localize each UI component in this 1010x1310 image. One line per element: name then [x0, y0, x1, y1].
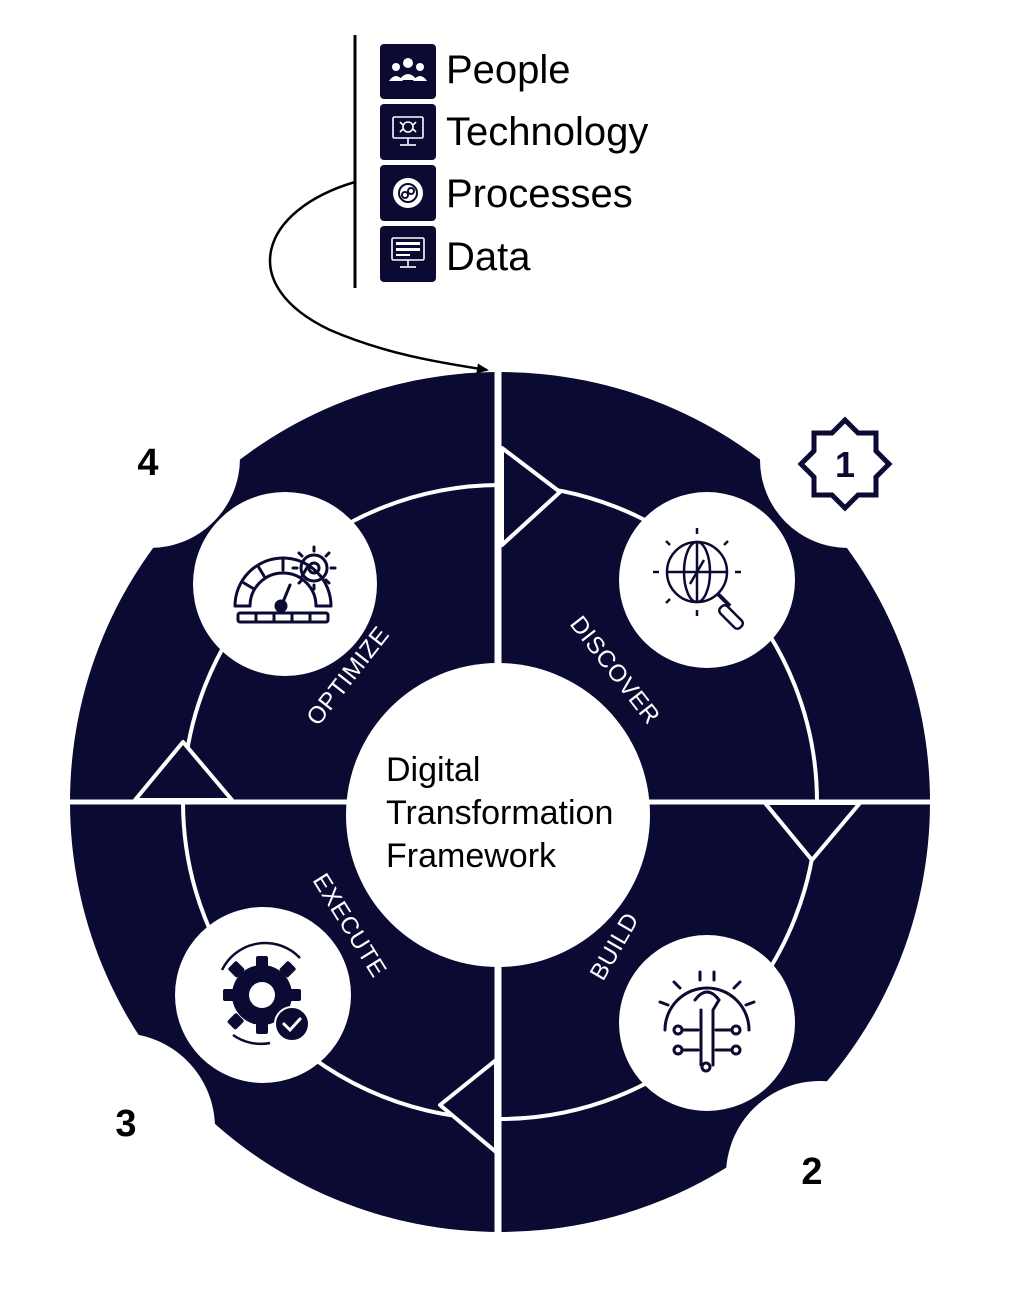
center-title-line-1: Digital	[386, 751, 480, 789]
legend-label-people: People	[446, 48, 571, 92]
step-number-1: 1	[835, 444, 855, 485]
arrow-chevron-left	[133, 740, 234, 802]
legend-label-technology: Technology	[446, 110, 648, 154]
speedometer-gear-icon	[233, 545, 337, 624]
step-number-4: 4	[137, 442, 158, 484]
legend-item-processes: Processes	[380, 165, 633, 221]
globe-magnifier-icon	[653, 528, 745, 631]
rim-cutout-4	[60, 368, 240, 548]
arrow-chevron-right	[763, 801, 862, 862]
center-title-line-2: Transformation	[386, 794, 613, 832]
connector-arrow	[268, 180, 489, 374]
discover-icon-circle	[619, 492, 795, 668]
step-number-2: 2	[801, 1151, 822, 1193]
legend: People Technology P	[268, 35, 648, 374]
people-icon	[380, 44, 436, 99]
rim-cutout-3	[25, 1033, 215, 1223]
gear-check-icon	[220, 941, 310, 1046]
optimize-icon-circle	[193, 492, 377, 676]
arrow-chevron-bottom	[438, 1058, 498, 1154]
step-number-3: 3	[115, 1103, 136, 1145]
build-icon-circle	[619, 935, 795, 1111]
phase-optimize: OPTIMIZE 4	[137, 442, 395, 731]
legend-label-processes: Processes	[446, 172, 633, 216]
gear-wrench-circuit-icon	[658, 970, 756, 1073]
step-badge-1: 1	[797, 416, 893, 512]
arrow-chevron-top	[500, 446, 562, 547]
center-title-line-3: Framework	[386, 837, 557, 875]
legend-item-data: Data	[380, 226, 531, 282]
rim-cutout-2	[726, 1081, 914, 1269]
legend-item-people: People	[380, 44, 571, 99]
legend-item-technology: Technology	[380, 104, 648, 160]
legend-label-data: Data	[446, 235, 531, 279]
center-circle	[346, 663, 650, 967]
wheel: Digital Transformation Framework	[25, 365, 940, 1269]
